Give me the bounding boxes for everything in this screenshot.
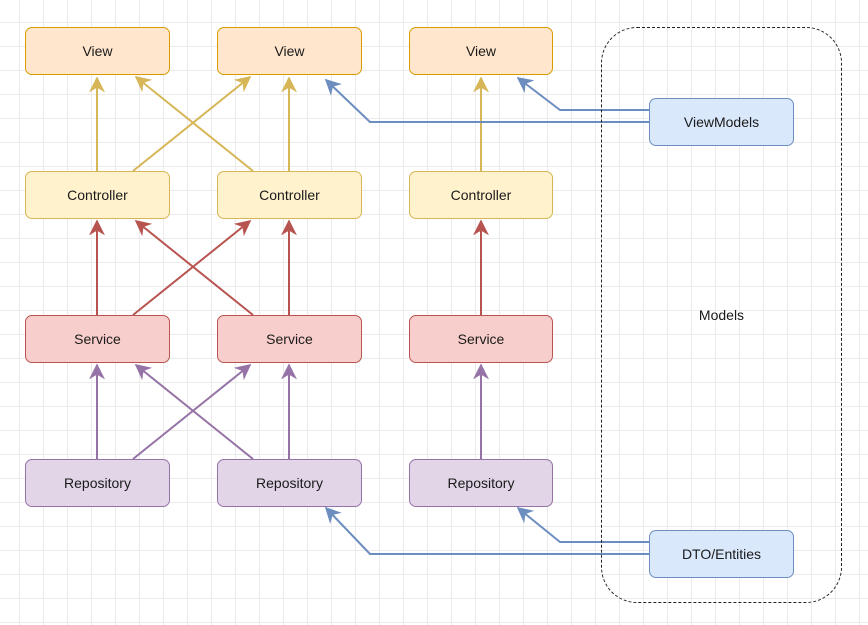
view-label: View — [465, 43, 497, 59]
view-label: View — [82, 43, 113, 59]
models-label: Models — [698, 307, 745, 323]
edge-controller2-view1 — [134, 75, 254, 172]
controller-label: Controller — [67, 187, 128, 203]
edge-viewmodels-view2 — [324, 78, 650, 123]
controller-box-3: Controller — [409, 171, 553, 219]
edge-viewmodels-view3 — [516, 77, 650, 111]
viewmodels-label: ViewModels — [683, 114, 760, 130]
controller-label: Controller — [259, 187, 320, 203]
repository-label: Repository — [256, 475, 323, 491]
edge-dto-repository2 — [324, 506, 650, 555]
view-box-1: View — [25, 27, 170, 75]
repository-label: Repository — [447, 475, 515, 491]
models-group: Models — [601, 27, 842, 603]
edge-repository2-service1 — [134, 363, 254, 460]
service-box-3: Service — [409, 315, 553, 363]
edge-service1-controller2 — [132, 219, 252, 316]
edge-repository1-service2 — [132, 363, 252, 460]
viewmodels-box: ViewModels — [649, 98, 794, 146]
edge-service2-controller1 — [134, 219, 254, 316]
controller-box-1: Controller — [25, 171, 170, 219]
service-box-1: Service — [25, 315, 170, 363]
view-label: View — [274, 43, 305, 59]
repository-box-3: Repository — [409, 459, 553, 507]
edge-controller1-view2 — [132, 75, 252, 172]
dto-entities-label: DTO/Entities — [681, 546, 762, 562]
controller-box-2: Controller — [217, 171, 362, 219]
repository-box-2: Repository — [217, 459, 362, 507]
service-label: Service — [266, 331, 313, 347]
repository-label: Repository — [64, 475, 131, 491]
service-label: Service — [74, 331, 121, 347]
edge-dto-repository3 — [516, 506, 650, 543]
dto-entities-box: DTO/Entities — [649, 530, 794, 578]
service-label: Service — [457, 331, 505, 347]
controller-label: Controller — [450, 187, 512, 203]
view-box-3: View — [409, 27, 553, 75]
view-box-2: View — [217, 27, 362, 75]
service-box-2: Service — [217, 315, 362, 363]
repository-box-1: Repository — [25, 459, 170, 507]
